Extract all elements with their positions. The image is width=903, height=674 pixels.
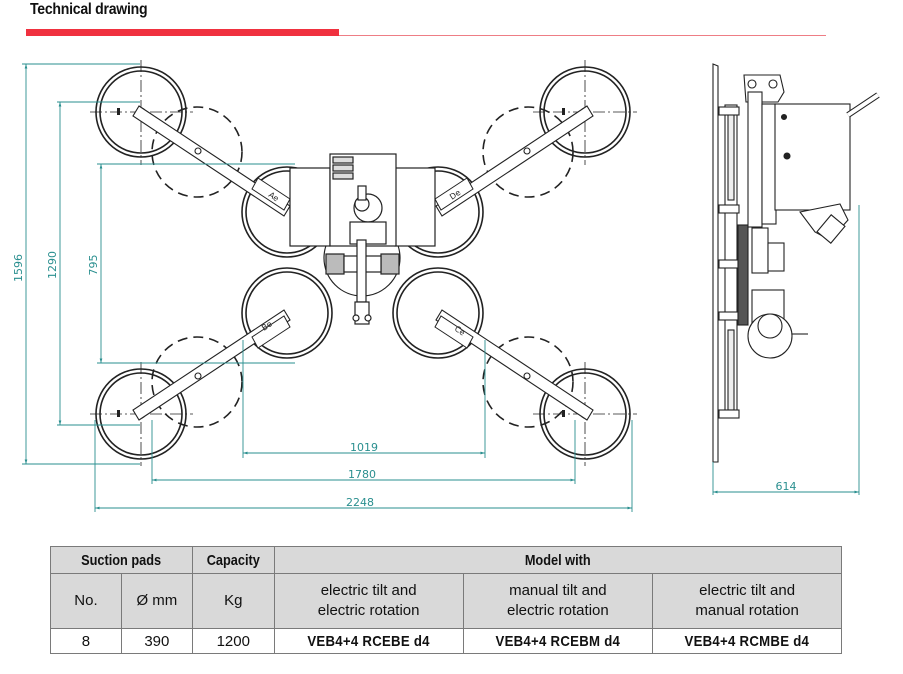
spec-table-subheader-row: No. Ø mm Kg electric tilt and electric r… — [50, 573, 842, 629]
dim-1596: 1596 — [12, 254, 25, 282]
cell-model-2: VEB4+4 RCEBM d4 — [462, 628, 654, 654]
arms — [132, 105, 594, 421]
technical-drawing: Ae De Be Ce 1596 1290 795 1019 1780 2248 — [12, 60, 880, 512]
dim-1019: 1019 — [350, 441, 378, 454]
title-rule-line — [339, 35, 826, 36]
spec-table-header-row: Suction pads Capacity Model with — [50, 546, 843, 574]
title-accent-bar — [26, 29, 339, 36]
side-view — [712, 63, 880, 463]
header-suction-pads: Suction pads — [50, 546, 193, 574]
front-view — [90, 60, 637, 466]
section-title: Technical drawing — [30, 1, 148, 18]
front-dimension-labels: 1596 1290 795 1019 1780 2248 — [12, 251, 378, 509]
subheader-kg: Kg — [191, 573, 275, 629]
cell-model-1: VEB4+4 RCEBE d4 — [273, 628, 464, 654]
cell-capacity: 1200 — [191, 628, 275, 654]
dim-614: 614 — [776, 480, 797, 493]
dim-795: 795 — [87, 255, 100, 276]
table-row: 8 390 1200 VEB4+4 RCEBE d4 VEB4+4 RCEBM … — [50, 628, 842, 654]
header-capacity: Capacity — [191, 546, 275, 574]
cell-no: 8 — [50, 628, 122, 654]
cell-diameter: 390 — [120, 628, 193, 654]
subheader-model-2: manual tilt and electric rotation — [462, 573, 654, 629]
dashed-pad-outlines — [151, 106, 574, 428]
dim-2248: 2248 — [346, 496, 374, 509]
subheader-model-1: electric tilt and electric rotation — [273, 573, 464, 629]
subheader-model-3: electric tilt and manual rotation — [652, 573, 842, 629]
header-model-with: Model with — [273, 546, 843, 574]
spec-table: Suction pads Capacity Model with No. Ø m… — [50, 546, 843, 654]
front-dimensions — [22, 63, 633, 512]
side-dimensions — [712, 205, 860, 495]
arm-label-plates — [251, 177, 474, 349]
cell-model-3: VEB4+4 RCMBE d4 — [652, 628, 842, 654]
dim-1290: 1290 — [46, 251, 59, 279]
subheader-no: No. — [50, 573, 122, 629]
subheader-diameter: Ø mm — [120, 573, 193, 629]
central-frame — [289, 153, 436, 325]
dim-1780: 1780 — [348, 468, 376, 481]
